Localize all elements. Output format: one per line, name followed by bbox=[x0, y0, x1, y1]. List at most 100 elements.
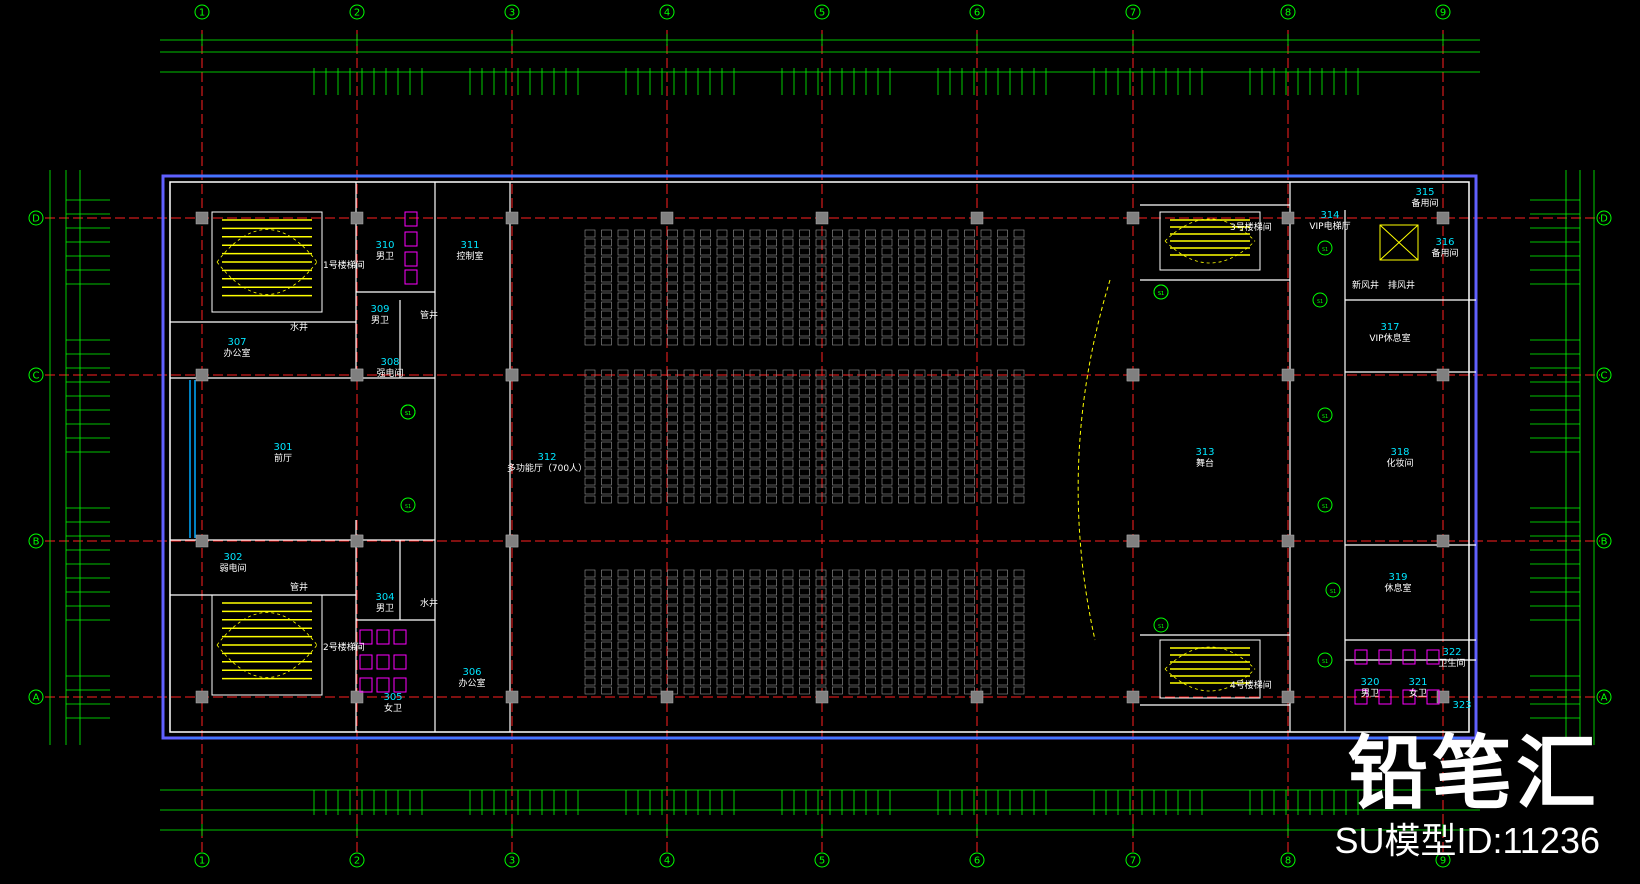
seat bbox=[716, 668, 728, 677]
seat bbox=[782, 387, 794, 396]
seat bbox=[832, 274, 843, 283]
seat bbox=[815, 328, 827, 337]
seat bbox=[931, 486, 942, 495]
seat bbox=[947, 387, 959, 396]
seat bbox=[914, 459, 926, 468]
seat bbox=[782, 283, 794, 292]
seat bbox=[667, 247, 678, 256]
axis-bubble-8 bbox=[1280, 4, 1296, 20]
seat bbox=[683, 310, 695, 319]
seat bbox=[964, 423, 975, 432]
seat bbox=[914, 659, 926, 668]
room-number-304: 304 bbox=[375, 592, 394, 603]
stair-4 bbox=[1159, 639, 1261, 699]
seat bbox=[667, 468, 678, 477]
seat bbox=[914, 301, 926, 310]
seat bbox=[683, 414, 695, 423]
seat bbox=[700, 423, 711, 432]
seat bbox=[947, 319, 959, 328]
seat bbox=[617, 283, 629, 292]
toilet-stall bbox=[1354, 649, 1368, 665]
seat bbox=[700, 283, 711, 292]
room-name-318: 化妆间 bbox=[1386, 457, 1413, 469]
seat bbox=[832, 486, 843, 495]
seat bbox=[617, 337, 629, 346]
seat bbox=[733, 396, 744, 405]
seat bbox=[799, 423, 810, 432]
seat bbox=[881, 596, 893, 605]
seat bbox=[947, 423, 959, 432]
seat bbox=[1013, 423, 1025, 432]
seat bbox=[980, 423, 992, 432]
seat bbox=[848, 686, 860, 695]
seat bbox=[931, 274, 942, 283]
seat bbox=[914, 569, 926, 578]
seat bbox=[617, 486, 629, 495]
seat bbox=[997, 387, 1008, 396]
column bbox=[970, 690, 984, 704]
axis-bubble-9 bbox=[1435, 852, 1451, 868]
seat bbox=[947, 337, 959, 346]
seat bbox=[650, 668, 662, 677]
seat bbox=[617, 632, 629, 641]
seat bbox=[997, 596, 1008, 605]
seat bbox=[584, 641, 596, 650]
seat bbox=[634, 274, 645, 283]
seat bbox=[700, 441, 711, 450]
seat bbox=[617, 328, 629, 337]
seat bbox=[634, 450, 645, 459]
stair-outline bbox=[1159, 639, 1261, 699]
seat bbox=[997, 369, 1008, 378]
seat bbox=[749, 238, 761, 247]
seat bbox=[997, 587, 1008, 596]
seat bbox=[997, 486, 1008, 495]
seat bbox=[667, 605, 678, 614]
toilet-stall bbox=[376, 629, 390, 645]
seat bbox=[832, 369, 843, 378]
seat bbox=[584, 274, 596, 283]
seat bbox=[815, 569, 827, 578]
seat bbox=[997, 605, 1008, 614]
room-number-308: 308 bbox=[380, 357, 399, 368]
seat bbox=[667, 596, 678, 605]
seat bbox=[799, 477, 810, 486]
seat bbox=[617, 459, 629, 468]
seat bbox=[1013, 396, 1025, 405]
seat bbox=[898, 668, 909, 677]
seat bbox=[584, 623, 596, 632]
room-number-306: 306 bbox=[462, 667, 481, 678]
seat bbox=[815, 650, 827, 659]
section-mark-label: S1 bbox=[1322, 504, 1328, 510]
seat bbox=[964, 614, 975, 623]
stage-edge bbox=[1077, 279, 1111, 641]
seat bbox=[634, 256, 645, 265]
seat bbox=[1013, 283, 1025, 292]
seat bbox=[617, 414, 629, 423]
seat bbox=[733, 432, 744, 441]
seat bbox=[947, 441, 959, 450]
seat bbox=[667, 301, 678, 310]
seat bbox=[749, 650, 761, 659]
seat bbox=[947, 369, 959, 378]
stair-arc bbox=[216, 261, 318, 295]
seat bbox=[716, 274, 728, 283]
seat bbox=[782, 441, 794, 450]
seat bbox=[749, 668, 761, 677]
seat bbox=[898, 319, 909, 328]
section-mark bbox=[1317, 652, 1333, 668]
seat bbox=[1013, 632, 1025, 641]
seat bbox=[601, 650, 612, 659]
seat bbox=[815, 414, 827, 423]
seat bbox=[617, 387, 629, 396]
seat bbox=[700, 659, 711, 668]
seat bbox=[799, 459, 810, 468]
seat bbox=[782, 319, 794, 328]
seat bbox=[683, 319, 695, 328]
seat bbox=[881, 459, 893, 468]
column bbox=[350, 368, 364, 382]
seat bbox=[980, 632, 992, 641]
seat bbox=[1013, 578, 1025, 587]
seat bbox=[815, 396, 827, 405]
seat bbox=[799, 274, 810, 283]
